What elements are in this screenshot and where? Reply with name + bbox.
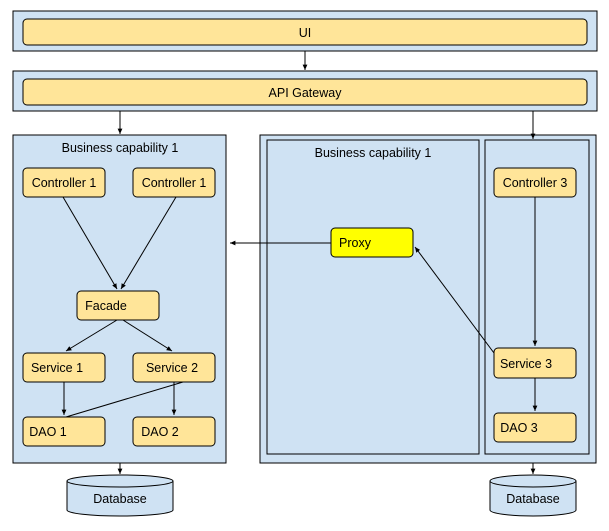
service-2-node: Service 2: [132, 352, 216, 383]
proxy-node: Proxy: [330, 227, 414, 258]
service-1-label: Service 1: [31, 361, 83, 375]
ui-label: UI: [299, 26, 312, 40]
service-3-node: Service 3: [493, 347, 577, 379]
dao-3-label: DAO 3: [500, 421, 538, 435]
left-capability-title: Business capability 1: [62, 141, 179, 155]
right-capability-title: Business capability 1: [315, 146, 432, 160]
left-database-label: Database: [93, 492, 147, 506]
dao-1-node: DAO 1: [22, 416, 106, 447]
edges: [61, 51, 538, 474]
ui-layer: UI: [12, 10, 598, 52]
edge-service-3-to-proxy: [414, 246, 495, 354]
right-database-icon: Database: [489, 474, 577, 517]
edge-facade-to-service-2: [122, 319, 173, 352]
dao-2-node: DAO 2: [132, 416, 216, 447]
edge-service-2-to-dao-1: [65, 381, 184, 418]
edge-facade-to-service-1: [65, 319, 118, 352]
service-3-label: Service 3: [500, 357, 552, 371]
edge-controller-b-to-facade: [120, 196, 177, 290]
controller-1a-node: Controller 1: [22, 167, 106, 198]
service-2-label: Service 2: [146, 361, 198, 375]
service-1-node: Service 1: [22, 352, 106, 383]
left-database-icon: Database: [66, 474, 174, 517]
api-gateway-layer: API Gateway: [12, 70, 598, 112]
controller-3-node: Controller 3: [493, 167, 577, 198]
controller-1b-label: Controller 1: [142, 176, 207, 190]
controller-3-label: Controller 3: [503, 176, 568, 190]
edge-controller-a-to-facade: [62, 196, 118, 290]
dao-3-node: DAO 3: [493, 412, 577, 443]
dao-2-label: DAO 2: [141, 425, 179, 439]
facade-node: Facade: [76, 290, 160, 321]
api-gateway-label: API Gateway: [269, 86, 343, 100]
controller-1b-node: Controller 1: [132, 167, 216, 198]
right-capability-inner-box: [266, 139, 480, 455]
proxy-label: Proxy: [339, 236, 372, 250]
dao-1-label: DAO 1: [29, 425, 67, 439]
controller-1a-label: Controller 1: [32, 176, 97, 190]
facade-label: Facade: [85, 299, 127, 313]
right-database-label: Database: [506, 492, 560, 506]
